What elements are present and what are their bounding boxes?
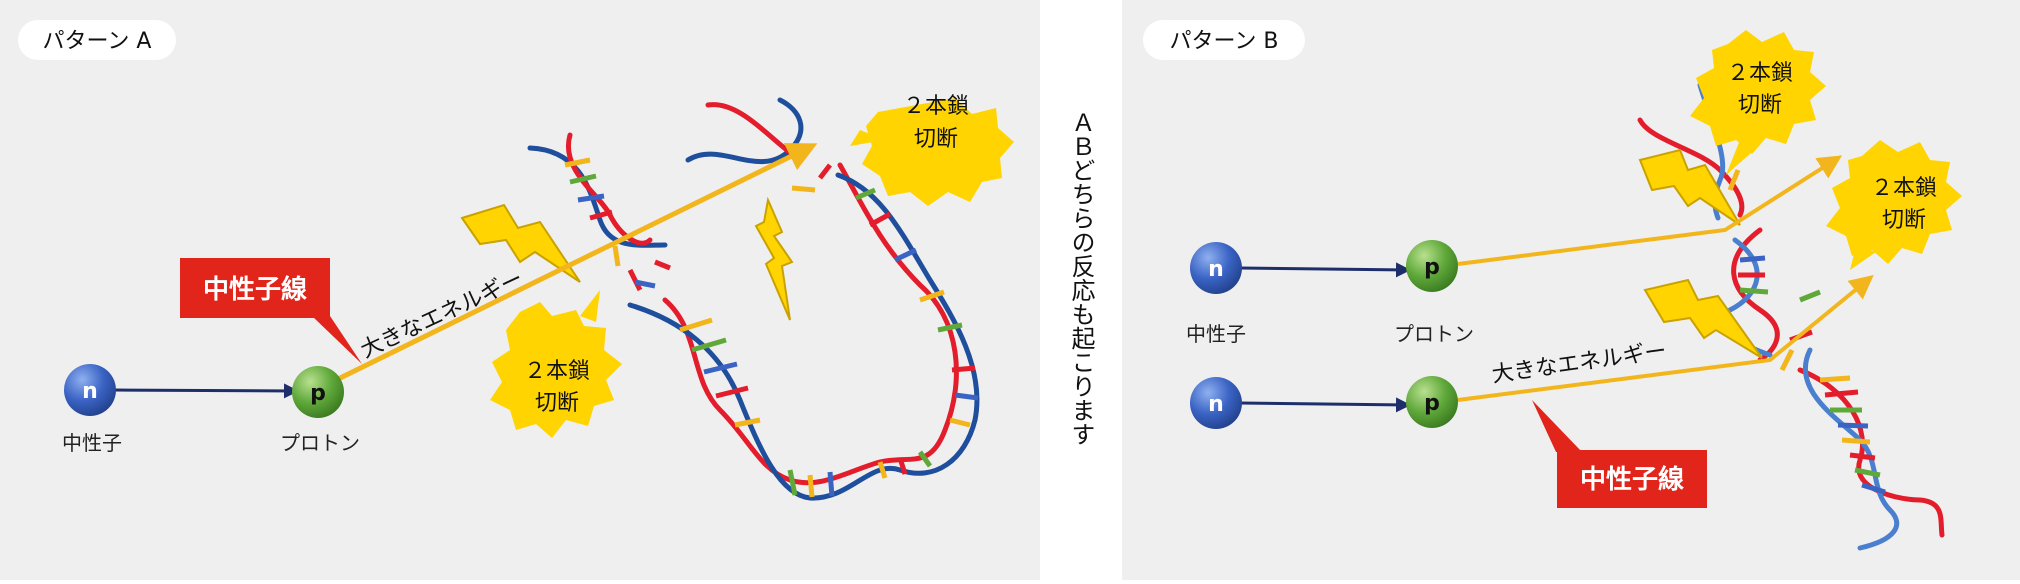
panel-a-neutron [64, 364, 116, 416]
panel-b-neutron-path-2 [1239, 397, 1411, 413]
panel-b-lightning-bottom-icon [1643, 278, 1763, 359]
panel-b-break-top-line2: 切断 [1738, 93, 1782, 118]
panel-a-break-bottom-burst [490, 302, 622, 438]
panel-a-neutron-letter: n [82, 379, 98, 404]
panel-b-proton-beam-1 [1457, 155, 1843, 266]
panel-a-break-top-burst [862, 98, 1014, 206]
panel-b-proton-beam-2 [1457, 274, 1874, 402]
panel-b-beam-label: 中性子線 [1580, 464, 1684, 495]
panel-a-beam-label-pointer [312, 316, 362, 364]
panel-b-proton-2 [1406, 376, 1458, 428]
panel-a-break-bottom-line2: 切断 [535, 391, 579, 416]
panel-b-proton-1 [1406, 240, 1458, 292]
panel-a-proton-beam [330, 143, 818, 385]
panel-a-neutron-caption: 中性子 [62, 431, 122, 455]
panel-a-proton-caption: プロトン [280, 431, 360, 455]
middle-caption: ＡＢどちらの反応も起こります [1067, 110, 1095, 446]
panel-b-proton-caption: プロトン [1394, 322, 1474, 346]
panel-a-neutron-path [114, 383, 299, 399]
panel-b-proton-2-letter: p [1424, 391, 1440, 416]
panel-b-break-right-burst [1826, 140, 1962, 264]
panel-a-break-top-line1: ２本鎖 [903, 94, 969, 119]
panel-a-beam-label: 中性子線 [203, 274, 307, 305]
panel-a-dna [527, 97, 980, 501]
panel-b-neutron-1-letter: n [1208, 257, 1224, 282]
panel-b-break-right-line2: 切断 [1882, 208, 1926, 233]
panel-b-label-pill [1143, 20, 1305, 60]
panel-a-beam-label-box [180, 258, 330, 318]
panel-a-break-top-line2: 切断 [914, 127, 958, 152]
panel-a-break-bottom-line1: ２本鎖 [524, 359, 590, 384]
panel-b-beam-label-pointer [1532, 400, 1582, 452]
panel-b-break-top-line1: ２本鎖 [1727, 61, 1793, 86]
panel-b-label: パターン B [1170, 29, 1279, 54]
panel-a-proton [292, 366, 344, 418]
panel-b-break-right-line1: ２本鎖 [1871, 176, 1937, 201]
panel-a-label-pill [18, 20, 176, 60]
panel-a-proton-letter: p [310, 381, 326, 406]
panel-b-proton-1-letter: p [1424, 255, 1440, 280]
panel-b-neutron-2 [1190, 377, 1242, 429]
panel-a-lightning-right-icon [754, 196, 794, 321]
panel-a-lightning-left-icon [460, 203, 581, 283]
panel-b-dna [1637, 82, 1945, 551]
panel-b-neutron-path-1 [1239, 262, 1411, 278]
panel-b-neutron-caption: 中性子 [1186, 322, 1246, 346]
panel-b-break-top-burst [1690, 30, 1826, 154]
panel-b-beam-label-box [1557, 450, 1707, 508]
panel-b-lightning-top-icon [1638, 148, 1741, 226]
panel-b-neutron-1 [1190, 242, 1242, 294]
panel-b-neutron-2-letter: n [1208, 392, 1224, 417]
panel-a-label: パターン A [43, 29, 152, 54]
